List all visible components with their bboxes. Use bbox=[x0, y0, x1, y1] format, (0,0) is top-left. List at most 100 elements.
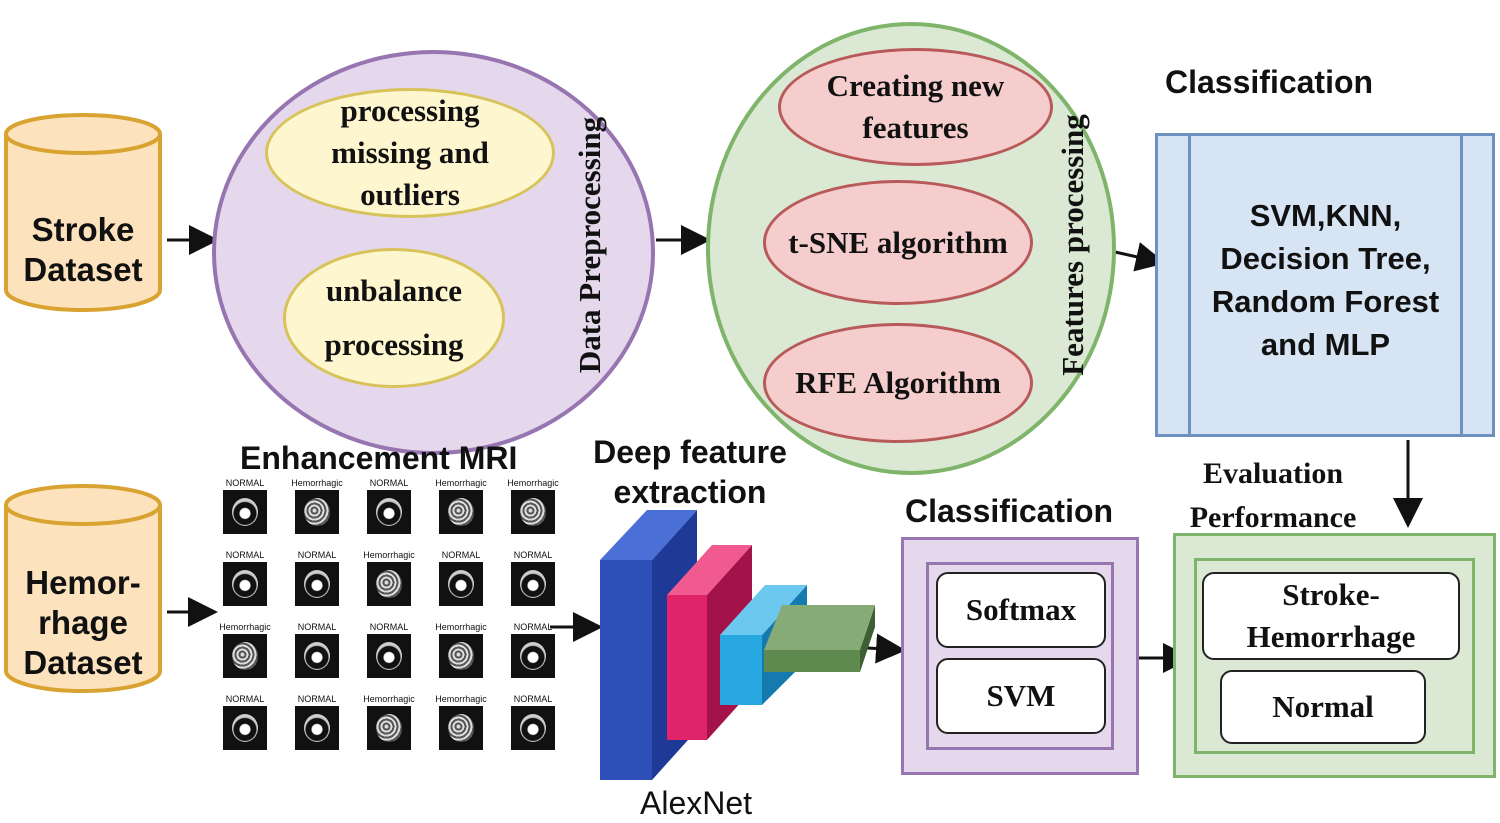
brain-scan-shape bbox=[376, 642, 402, 670]
database-icon bbox=[4, 484, 162, 693]
mri-thumbnail: NORMAL bbox=[282, 550, 352, 606]
mri-thumbnail-label: Hemorrhagic bbox=[291, 478, 343, 488]
classifier-softmax: Softmax bbox=[936, 572, 1106, 648]
mri-scan-image bbox=[223, 490, 267, 534]
evaluation-normal-label: Normal bbox=[1272, 689, 1374, 724]
mri-thumbnail-label: Hemorrhagic bbox=[507, 478, 559, 488]
preprocessing-unbalance-label: unbalance processing bbox=[324, 273, 464, 362]
database-icon bbox=[4, 113, 162, 312]
alexnet-layer-2-front bbox=[667, 595, 707, 740]
alexnet-layer-1-top bbox=[600, 510, 697, 560]
brain-scan-shape bbox=[304, 714, 330, 742]
mri-thumbnail: Hemorrhagic bbox=[426, 622, 496, 678]
stroke-dataset-cylinder: Stroke Dataset bbox=[3, 112, 163, 312]
mri-thumbnail-label: Hemorrhagic bbox=[363, 694, 415, 704]
evaluation-normal: Normal bbox=[1220, 670, 1426, 744]
mri-thumbnail: Hemorrhagic bbox=[210, 622, 280, 678]
evaluation-stroke-hemorrhage-label: Stroke- Hemorrhage bbox=[1246, 577, 1416, 654]
alexnet-layer-3-front bbox=[720, 635, 762, 705]
mri-scan-image bbox=[367, 490, 411, 534]
mri-scan-image bbox=[511, 706, 555, 750]
mri-thumbnail-label: NORMAL bbox=[513, 622, 553, 632]
classifier-softmax-label: Softmax bbox=[965, 592, 1077, 627]
mri-thumbnail-label: NORMAL bbox=[513, 694, 553, 704]
brain-scan-shape bbox=[304, 642, 330, 670]
mri-thumbnail: Hemorrhagic bbox=[282, 478, 352, 534]
evaluation-stroke-hemorrhage: Stroke- Hemorrhage bbox=[1202, 572, 1460, 660]
mri-thumbnail: NORMAL bbox=[210, 550, 280, 606]
mri-thumbnail-label: NORMAL bbox=[369, 478, 409, 488]
preprocessing-unbalance: unbalance processing bbox=[283, 248, 505, 388]
mri-scan-image bbox=[295, 634, 339, 678]
brain-scan-shape bbox=[520, 714, 546, 742]
evaluation-title: Evaluation Performance bbox=[1189, 457, 1357, 534]
brain-scan-shape bbox=[376, 570, 402, 598]
brain-scan-shape bbox=[304, 498, 330, 526]
brain-scan-shape bbox=[232, 498, 258, 526]
feature-creating-new-label: Creating new features bbox=[826, 68, 1005, 145]
mri-thumbnail: NORMAL bbox=[354, 478, 424, 534]
classification-top-box: SVM,KNN, Decision Tree, Random Forest an… bbox=[1155, 133, 1495, 437]
brain-scan-shape bbox=[232, 714, 258, 742]
evaluation-box: Stroke- Hemorrhage Normal bbox=[1173, 533, 1496, 778]
mri-scan-image bbox=[223, 562, 267, 606]
preprocessing-missing-outliers: processing missing and outliers bbox=[265, 88, 555, 218]
mri-thumbnail-label: NORMAL bbox=[225, 478, 265, 488]
mri-thumbnail: Hemorrhagic bbox=[426, 694, 496, 750]
brain-scan-shape bbox=[520, 570, 546, 598]
deep-feature-title: Deep feature extraction bbox=[593, 434, 787, 510]
mri-thumbnail: NORMAL bbox=[282, 622, 352, 678]
brain-scan-shape bbox=[520, 498, 546, 526]
feature-rfe: RFE Algorithm bbox=[763, 323, 1033, 443]
mri-thumbnail: NORMAL bbox=[210, 478, 280, 534]
data-preprocessing-title: Data Preprocessing bbox=[572, 116, 607, 374]
mri-scan-image bbox=[367, 562, 411, 606]
feature-tsne: t-SNE algorithm bbox=[763, 180, 1033, 305]
mri-scan-image bbox=[223, 706, 267, 750]
mri-thumbnail-label: Hemorrhagic bbox=[435, 694, 487, 704]
alexnet-layer-4-front bbox=[764, 650, 860, 672]
mri-scan-image bbox=[511, 562, 555, 606]
mri-scan-image bbox=[439, 490, 483, 534]
brain-scan-shape bbox=[448, 498, 474, 526]
classifier-svm-label: SVM bbox=[986, 678, 1056, 713]
mri-thumbnail-label: NORMAL bbox=[297, 550, 337, 560]
mri-thumbnail-label: NORMAL bbox=[225, 550, 265, 560]
mri-thumbnail: NORMAL bbox=[426, 550, 496, 606]
enhancement-mri-title: Enhancement MRI bbox=[240, 440, 518, 476]
preprocessing-missing-outliers-label: processing missing and outliers bbox=[331, 93, 489, 212]
mri-thumbnail-label: NORMAL bbox=[369, 622, 409, 632]
mri-scan-image bbox=[439, 634, 483, 678]
alexnet-layer-2-top bbox=[667, 545, 752, 595]
mri-scan-image bbox=[295, 490, 339, 534]
mri-thumbnail-label: NORMAL bbox=[225, 694, 265, 704]
brain-scan-shape bbox=[304, 570, 330, 598]
mri-scan-image bbox=[439, 706, 483, 750]
feature-creating-new: Creating new features bbox=[778, 48, 1053, 166]
alexnet-layer-1-front bbox=[600, 560, 652, 780]
mri-thumbnail-label: NORMAL bbox=[297, 694, 337, 704]
feature-rfe-label: RFE Algorithm bbox=[795, 365, 1001, 400]
mri-thumbnail: NORMAL bbox=[498, 622, 568, 678]
alexnet-label: AlexNet bbox=[640, 785, 753, 821]
classification-bottom-title: Classification bbox=[905, 493, 1114, 529]
alexnet-layer-3-top bbox=[720, 585, 807, 635]
mri-thumbnail-label: Hemorrhagic bbox=[435, 622, 487, 632]
mri-thumbnail: Hemorrhagic bbox=[426, 478, 496, 534]
hemorrhage-dataset-label: Hemor- rhage Dataset bbox=[23, 564, 143, 681]
mri-thumbnail: NORMAL bbox=[210, 694, 280, 750]
mri-thumbnail: NORMAL bbox=[498, 550, 568, 606]
classification-top-title: Classification bbox=[1165, 64, 1374, 100]
classification-top-models: SVM,KNN, Decision Tree, Random Forest an… bbox=[1211, 198, 1440, 362]
brain-scan-shape bbox=[520, 642, 546, 670]
mri-scan-image bbox=[367, 634, 411, 678]
mri-thumbnail-label: Hemorrhagic bbox=[219, 622, 271, 632]
brain-scan-shape bbox=[376, 714, 402, 742]
mri-thumbnail-label: Hemorrhagic bbox=[435, 478, 487, 488]
stroke-dataset-label: Stroke Dataset bbox=[23, 211, 143, 288]
mri-thumbnail: Hemorrhagic bbox=[354, 550, 424, 606]
brain-scan-shape bbox=[448, 714, 474, 742]
mri-thumbnail-label: NORMAL bbox=[513, 550, 553, 560]
mri-scan-image bbox=[511, 634, 555, 678]
